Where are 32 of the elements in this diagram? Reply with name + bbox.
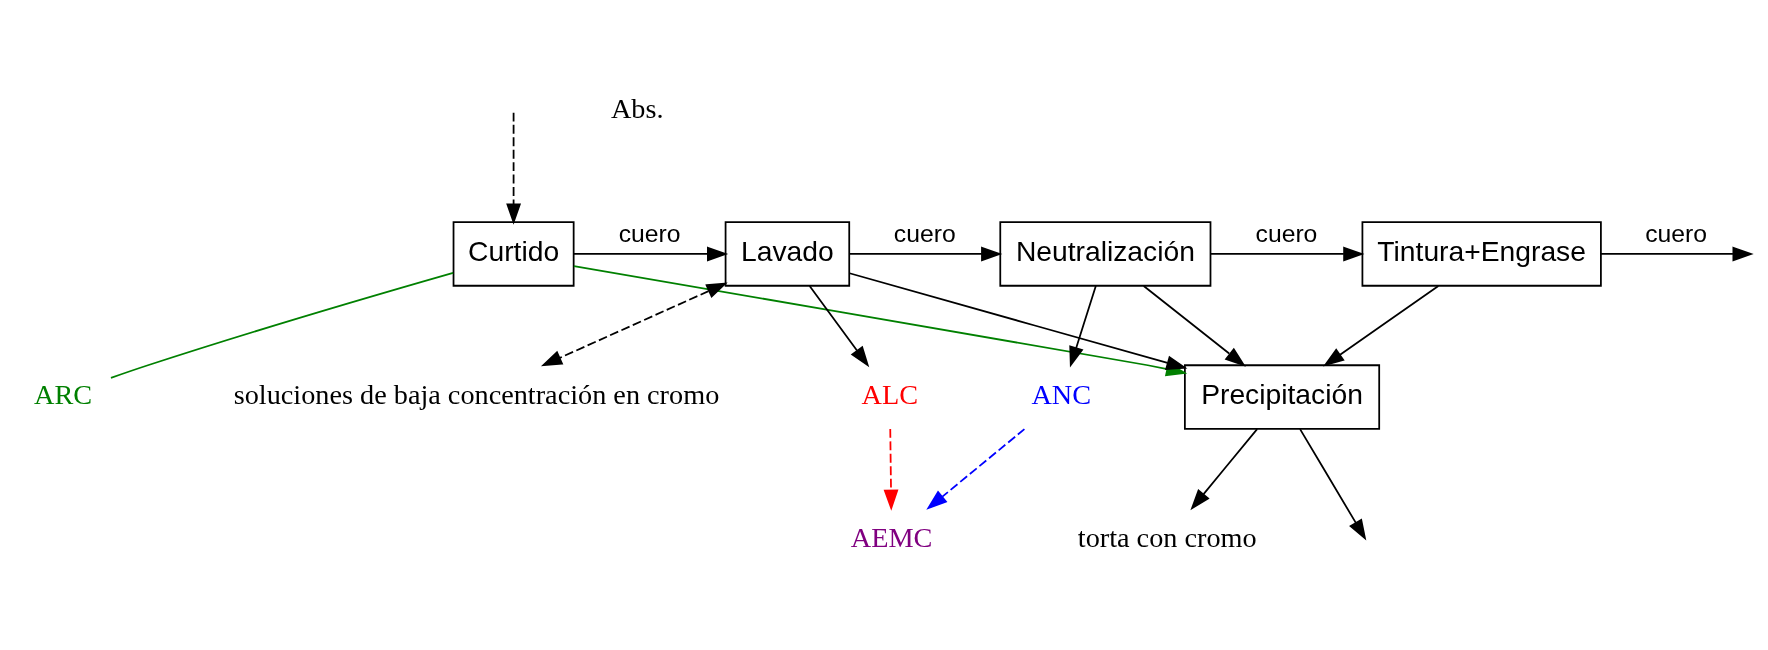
node-box: Curtido [452,220,575,287]
arrow [1299,427,1367,540]
arrow [848,246,1003,261]
arrow [926,427,1026,510]
node-box: Neutralización [999,220,1212,287]
edge-label: cuero [1255,219,1318,247]
arrow [540,282,728,366]
arrow [506,111,521,225]
node-text: soluciones de baja concentración en cromo [233,378,720,410]
arrow [1190,427,1258,510]
arrow [1142,284,1246,367]
edge-label: cuero [618,219,681,247]
node-box: Lavado [724,220,851,287]
arrow [848,271,1188,370]
edge-label: cuero [1645,219,1708,247]
arrow [572,246,729,261]
node-text: ANC [1031,378,1092,410]
node-text: ALC [861,378,919,410]
node-text: torta con cromo [1077,521,1257,553]
arrow [808,284,870,367]
arrow [883,427,899,511]
node-box: Tintura+Engrase [1361,220,1602,287]
arrow [1209,246,1365,261]
arrow [1069,284,1097,368]
node-text: AEMC [850,521,933,553]
node-text: ARC [34,378,93,410]
edge-label: cuero [893,219,956,247]
node-box: Precipitación [1184,363,1381,430]
arrow [1323,284,1440,367]
label: Abs. [610,92,664,124]
connector [110,271,454,379]
arrow [1600,246,1754,261]
